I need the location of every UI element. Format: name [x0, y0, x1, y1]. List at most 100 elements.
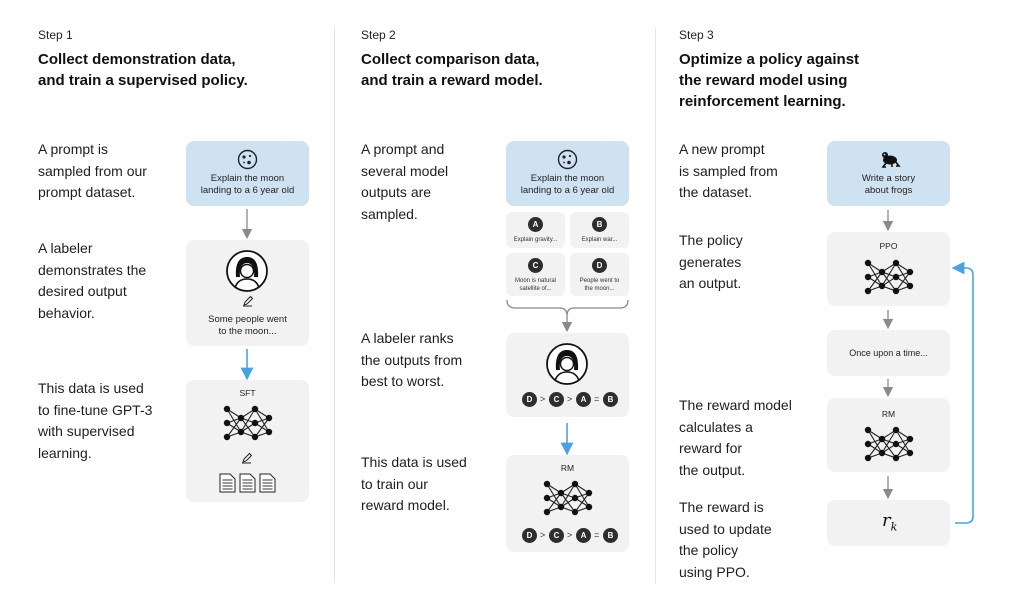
step-3-title-line-2: the reward model using	[679, 72, 848, 89]
letter-badge-a: A	[528, 217, 543, 232]
text-line: People went to	[579, 278, 620, 284]
text-line: A labeler	[38, 240, 93, 256]
network-node	[864, 454, 872, 462]
text-line: This data is used	[361, 454, 467, 470]
network-node	[571, 480, 579, 488]
step-3-reward-box: rk	[827, 500, 950, 546]
network-node	[864, 259, 872, 267]
step-2-desc-sampled: A prompt and several model outputs are s…	[361, 139, 448, 225]
step-3-prompt-text: Write a story about frogs	[827, 173, 950, 197]
step-2-title-line-1: Collect comparison data,	[361, 51, 540, 68]
rank-badge-a: A	[576, 392, 591, 407]
network-node	[864, 287, 872, 295]
text-line: best to worst.	[361, 373, 445, 389]
text-line: Write a story	[861, 173, 916, 184]
step-1-title-line-1: Collect demonstration data,	[38, 51, 236, 68]
text-line: the output.	[679, 461, 746, 478]
text-line: A new prompt	[679, 141, 765, 157]
step-3-output-box: Once upon a time...	[827, 330, 950, 376]
output-card-d-text: People went to the moon...	[572, 277, 627, 293]
step-3-desc-reward-model: The reward model calculates a reward for…	[679, 395, 792, 481]
step-1-prompt-box: Explain the moon landing to a 6 year old	[186, 141, 309, 206]
step-3-number: Step 3	[679, 28, 714, 42]
arrow-step3-reward-feedback	[951, 261, 974, 524]
neural-network-icon	[223, 405, 273, 441]
text-line: an output.	[679, 275, 742, 291]
text-line: Explain the moon	[530, 173, 605, 184]
text-line: to the moon...	[218, 326, 277, 337]
step-3-title: Optimize a policy against the reward mod…	[679, 49, 859, 112]
text-line: the dataset.	[679, 184, 753, 200]
rank-badge-d: D	[522, 392, 537, 407]
letter-badge-b: B	[592, 217, 607, 232]
step-1-number: Step 1	[38, 28, 73, 42]
network-node	[892, 259, 900, 267]
network-edge	[226, 417, 242, 438]
network-node	[251, 433, 259, 441]
step-3-desc-update: The reward is used to update the policy …	[679, 497, 772, 583]
text-line: calculates a	[679, 418, 753, 435]
network-node	[892, 273, 900, 281]
rank-badge-a: A	[576, 528, 591, 543]
text-line: desired output	[38, 283, 127, 299]
rank-operator: >	[540, 394, 546, 404]
step-3-prompt-box: Write a story about frogs	[827, 141, 950, 206]
network-edge	[867, 438, 883, 459]
network-node	[892, 287, 900, 295]
output-card-c-text: Moon is natural satellite of...	[508, 277, 563, 293]
network-edge	[867, 271, 883, 292]
text-line: This data is used	[38, 380, 144, 396]
rank-badge-c: C	[549, 392, 564, 407]
network-edge	[574, 492, 590, 513]
network-edge	[881, 262, 897, 287]
text-line: prompt dataset.	[38, 184, 136, 200]
network-node	[878, 268, 886, 276]
network-edge	[240, 408, 256, 433]
step-3-title-line-3: reinforcement learning.	[679, 93, 846, 110]
network-edge	[881, 429, 897, 454]
step-1-sft-box: SFT	[186, 380, 309, 502]
output-card-b-text: Explain war...	[572, 236, 627, 244]
network-node	[892, 454, 900, 462]
text-line: the policy	[679, 542, 739, 558]
output-card-d: D People went to the moon...	[570, 253, 629, 296]
network-node	[571, 494, 579, 502]
text-line: A prompt and	[361, 141, 445, 157]
step-1-prompt-text: Explain the moon landing to a 6 year old	[186, 173, 309, 197]
document-icon	[219, 473, 236, 493]
document-icon	[259, 473, 276, 493]
rank-badge-b: B	[603, 528, 618, 543]
text-line: Some people went	[208, 314, 287, 325]
text-line: learning.	[38, 444, 92, 461]
step-3-output-text: Once upon a time...	[849, 348, 928, 358]
text-line: Moon is natural	[514, 278, 557, 284]
text-line: landing to a 6 year old	[520, 185, 615, 196]
rank-operator: >	[567, 530, 573, 540]
sft-label: SFT	[239, 388, 256, 398]
network-node	[864, 273, 872, 281]
person-icon	[546, 343, 588, 385]
output-card-a-text: Explain gravity...	[508, 236, 563, 244]
document-icon	[239, 473, 256, 493]
output-card-b: B Explain war...	[570, 212, 629, 248]
text-line: to train our	[361, 475, 428, 492]
neural-network-icon	[864, 426, 914, 462]
text-line: several model	[361, 162, 449, 179]
network-node	[237, 428, 245, 436]
network-node	[864, 440, 872, 448]
network-node	[223, 405, 231, 413]
network-edge	[254, 417, 270, 438]
text-line: sampled from our	[38, 162, 147, 179]
network-node	[571, 508, 579, 516]
network-edge	[546, 492, 562, 513]
network-node	[585, 489, 593, 497]
column-divider-1	[334, 28, 335, 583]
step-2-title-line-2: and train a reward model.	[361, 72, 543, 89]
text-line: Explain gravity...	[513, 237, 558, 243]
network-node	[237, 414, 245, 422]
text-line: satellite of...	[519, 286, 552, 292]
text-line: with supervised	[38, 423, 135, 439]
step-2-prompt-text: Explain the moon landing to a 6 year old	[506, 173, 629, 197]
network-node	[543, 480, 551, 488]
bracket-outputs	[506, 299, 629, 317]
